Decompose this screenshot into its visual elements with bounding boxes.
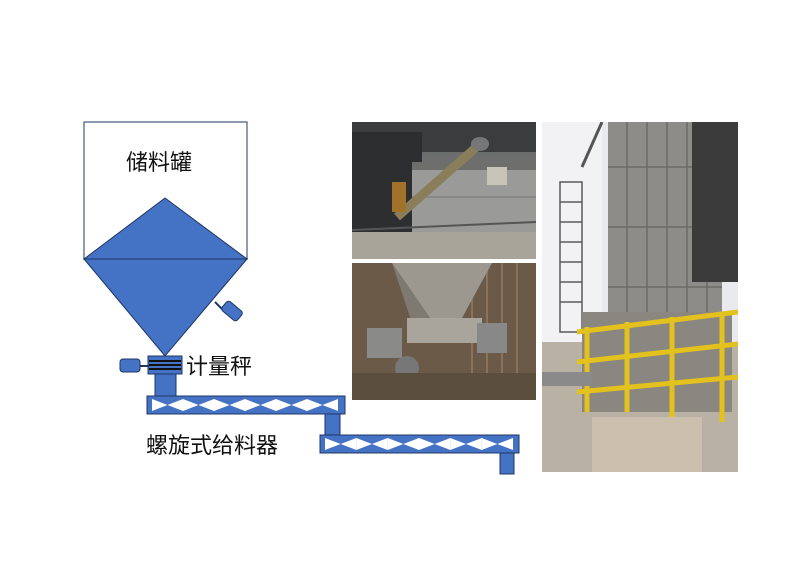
photo-screw-feeder-close [352,263,536,400]
screw-flight-icon [340,438,357,450]
weighing-scale-label: 计量秤 [186,355,253,380]
side-valve-icon [221,300,243,322]
screw-flight-icon [434,438,451,450]
screw-flight-icon [276,399,292,411]
screw-flight-icon [481,438,498,450]
screw-flight-icon [497,438,513,450]
screw-flight-icon [450,438,466,450]
screw-flight-icon [152,399,168,411]
photo-silo-structure [542,122,738,472]
storage-tank-label: 储料罐 [126,151,193,176]
screw-flight-icon [403,438,419,450]
screw-flight-icon [372,438,388,450]
screw-feeder-upper [146,395,346,415]
screw-flight-icon [198,399,214,411]
screw-flight-icon [183,399,199,411]
screw-flight-icon [214,399,230,411]
screw-flight-icon [466,438,482,450]
screw-flight-icon [419,438,435,450]
screw-flight-icon [245,399,261,411]
screw-flight-icon [167,399,183,411]
storage-tank-lower-cone [82,258,249,357]
screw-flight-icon [291,399,307,411]
screw-flight-icon [356,438,372,450]
screw-feeder-lower [319,434,520,454]
scale-motor-icon [119,358,141,373]
screw-flight-icon [307,399,323,411]
screw-flight-icon [387,438,404,450]
screw-feeder-label: 螺旋式给料器 [146,434,279,459]
screw-flight-icon [260,399,276,411]
photo-feeder-installation [352,122,536,259]
screw-flight-icon [322,399,338,411]
discharge-spout [499,452,515,475]
screw-flight-icon [229,399,245,411]
screw-flight-icon [325,438,341,450]
